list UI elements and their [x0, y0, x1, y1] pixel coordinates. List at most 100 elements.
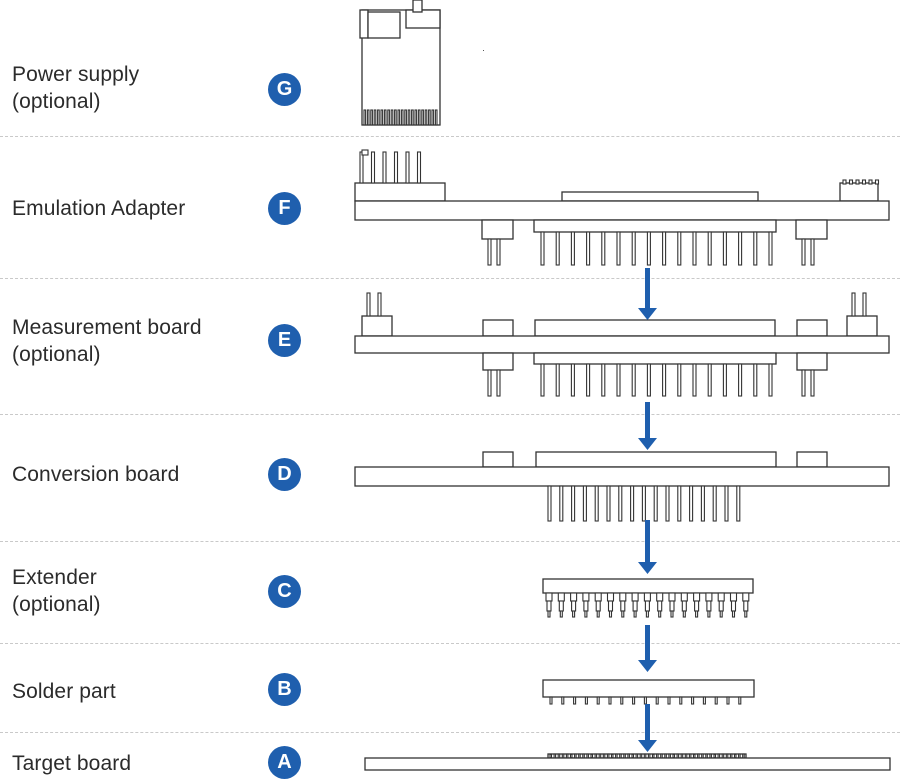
label-emulation-adapter: Emulation Adapter [12, 195, 185, 222]
header-pin [416, 151, 422, 184]
adapter-pin [555, 231, 560, 266]
extender-pin-collar [594, 592, 602, 602]
board-pin [570, 363, 575, 397]
target-board-drawing [364, 753, 891, 771]
psu-connector-tooth [363, 109, 367, 126]
adapter-pin [616, 231, 621, 266]
extender-pin-collar [631, 592, 639, 602]
extender-pin [706, 600, 712, 612]
extender-pin [657, 600, 663, 612]
side-pin [810, 369, 815, 397]
board-pin [555, 363, 560, 397]
extender-pin-tip [731, 610, 736, 618]
extender-pin-tip [744, 610, 748, 618]
solder-part-drawing [542, 679, 755, 705]
psu-connector-tooth [421, 109, 424, 126]
arrow-shaft [645, 704, 650, 742]
adapter-pin [662, 231, 667, 266]
side-pin [801, 369, 806, 397]
arrow-down-icon [638, 402, 657, 450]
psu-connector-tooth [417, 109, 421, 126]
header-pin [851, 292, 856, 317]
psu-connector-tooth [377, 109, 380, 126]
psu-connector-tooth [370, 109, 373, 126]
board-pin [707, 363, 712, 397]
badge-e: E [268, 324, 301, 357]
arrow-head [638, 660, 657, 672]
extender-pin-tip [645, 610, 649, 618]
arrow-head [638, 438, 657, 450]
connector-pin [855, 179, 860, 185]
arrow-shaft [645, 402, 650, 440]
badge-g: G [268, 73, 301, 106]
arrow-down-icon [638, 268, 657, 320]
adapter-pin [768, 231, 773, 266]
label-line: Measurement board [12, 316, 202, 339]
conversion-pin [547, 485, 552, 522]
extender-pin [583, 600, 589, 612]
arrow-shaft [645, 625, 650, 662]
extender-pin [681, 600, 687, 612]
header-pin [862, 292, 867, 317]
conversion-pin [618, 485, 623, 522]
label-conversion-board: Conversion board [12, 461, 179, 488]
extender-pin-collar [545, 592, 553, 602]
row-divider [0, 732, 900, 733]
solder-pin [738, 696, 742, 705]
label-line: (optional) [12, 343, 101, 366]
extender-pin [743, 600, 749, 612]
header-pin [370, 151, 376, 184]
extender-pin [607, 600, 614, 612]
arrow-shaft [645, 268, 650, 310]
extender-pin [632, 600, 638, 612]
side-pin [801, 238, 806, 266]
label-line: Solder part [12, 680, 116, 703]
emulation-adapter-drawing [354, 149, 890, 266]
arrow-head [638, 562, 657, 574]
extender-pin-tip [596, 610, 600, 618]
extender-pin [718, 600, 724, 612]
row-divider [0, 414, 900, 415]
badge-a: A [268, 746, 301, 779]
adapter-pin [601, 231, 606, 266]
badge-b: B [268, 673, 301, 706]
label-line: Power supply [12, 63, 140, 86]
board-pin [646, 363, 651, 397]
board-pin [662, 363, 667, 397]
header-pin-cap [361, 149, 369, 156]
extender-pin-collar [570, 592, 578, 602]
badge-c: C [268, 575, 301, 608]
extender-pin-collar [729, 592, 738, 602]
extender-pin-tip [572, 610, 576, 618]
row-divider [0, 278, 900, 279]
solder-pin [608, 696, 612, 705]
badge-d: D [268, 458, 301, 491]
extender-pin-tip [695, 610, 699, 618]
adapter-pin [677, 231, 682, 266]
board-pin [753, 363, 758, 397]
side-pin [810, 238, 815, 266]
psu-connector-tooth [404, 109, 407, 126]
measurement-board-drawing [354, 292, 890, 397]
side-pin [487, 238, 492, 266]
header-pin [366, 292, 371, 317]
side-pin [496, 369, 501, 397]
conversion-pin [582, 485, 587, 522]
assembly-arrows [638, 268, 657, 752]
connector-pin [848, 179, 854, 185]
solder-pin [667, 696, 671, 705]
board-pin [738, 363, 743, 397]
psu-connector-tooth [431, 109, 435, 126]
extender-pin-collar [582, 592, 590, 602]
conversion-pin [689, 485, 694, 522]
conversion-pin [724, 485, 729, 522]
psu-connector-tooth [434, 109, 438, 126]
conversion-pin [641, 485, 646, 522]
solder-pin [620, 696, 624, 705]
conversion-pin [677, 485, 682, 522]
solder-pin [643, 696, 647, 705]
power-supply-drawing [359, 0, 484, 126]
arrow-shaft [645, 520, 650, 564]
board-pin [722, 363, 727, 397]
conversion-pin [700, 485, 705, 522]
